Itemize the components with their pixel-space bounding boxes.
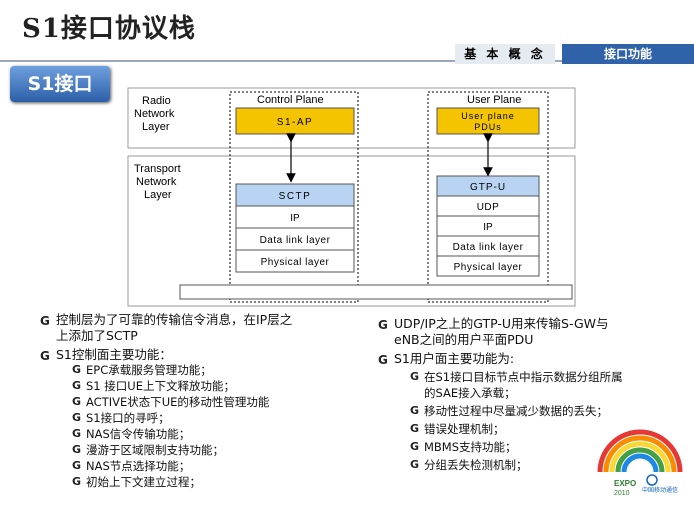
left-subitem-text: EPC承载服务管理功能；	[86, 363, 212, 377]
bullet-icon: G	[378, 318, 388, 332]
user-plane-title: User Plane	[467, 94, 521, 106]
right-bullet-2-text: S1用户面主要功能为:	[394, 351, 515, 366]
sub-bullet-icon: G	[410, 404, 420, 417]
left-subitem: G 初始上下文建立过程；	[72, 474, 201, 490]
left-subitem-text: 初始上下文建立过程；	[86, 475, 201, 489]
left-subitem: G NAS信令传输功能；	[72, 426, 191, 442]
sub-bullet-icon: G	[72, 411, 82, 424]
sub-bullet-icon: G	[410, 440, 420, 453]
sub-bullet-icon: G	[72, 459, 82, 472]
s1ap-label: S1-AP	[277, 117, 313, 128]
user-plane-pdus-label-1: User plane	[461, 111, 515, 121]
up-ip-label: IP	[483, 222, 493, 233]
cp-datalink-label: Data link layer	[260, 235, 331, 246]
nav-interface-functions[interactable]: 接口功能	[562, 44, 694, 64]
right-subitem-text: 在S1接口目标节点中指示数据分组所属	[424, 370, 623, 384]
left-bullet-1-line-1: 控制层为了可靠的传输信令消息，在IP层之	[56, 312, 293, 327]
sub-bullet-icon: G	[72, 395, 82, 408]
radio-layer-box	[127, 87, 576, 149]
transport-layer-box	[127, 155, 576, 307]
left-subitem: G S1 接口UE上下文释放功能；	[72, 378, 235, 394]
left-bullet-1-line-2: 上添加了SCTP	[56, 328, 138, 343]
section-badge: S1接口	[10, 66, 110, 102]
right-subitem-text: 错误处理机制；	[424, 422, 505, 436]
control-plane-title: Control Plane	[257, 94, 324, 106]
left-subitem-text: NAS节点选择功能；	[86, 459, 191, 473]
sub-bullet-icon: G	[72, 475, 82, 488]
sub-bullet-icon: G	[410, 422, 420, 435]
left-subitem: G ACTIVE状态下UE的移动性管理功能	[72, 394, 270, 410]
right-bullet-1: G UDP/IP之上的GTP-U用来传输S-GW与 eNB之间的用户平面PDU	[378, 316, 674, 348]
left-bullet-1: G 控制层为了可靠的传输信令消息，在IP层之 上添加了SCTP	[40, 312, 356, 344]
radio-layer-label-3: Layer	[142, 121, 170, 133]
right-subitem-continuation: 的SAE接入承载；	[424, 385, 516, 401]
up-datalink-label: Data link layer	[453, 242, 524, 253]
left-subitem-text: ACTIVE状态下UE的移动性管理功能	[86, 395, 270, 409]
sub-bullet-icon: G	[410, 458, 420, 471]
right-bullet-1-line-2: eNB之间的用户平面PDU	[394, 332, 534, 347]
sub-bullet-icon: G	[72, 427, 82, 440]
right-subitem: G 错误处理机制；	[410, 421, 505, 437]
up-physical-label: Physical layer	[454, 262, 523, 273]
right-subitem-text: 移动性过程中尽量减少数据的丢失；	[424, 404, 608, 418]
left-subitem-text: S1接口的寻呼；	[86, 411, 170, 425]
right-subitem-text: 分组丢失检测机制；	[424, 458, 528, 472]
radio-layer-label-2: Network	[134, 108, 175, 120]
cp-ip-label: IP	[290, 213, 300, 224]
transport-bottom-bar	[179, 284, 573, 300]
left-subitem-text: 漫游于区域限制支持功能；	[86, 443, 224, 457]
user-plane-box	[427, 91, 549, 303]
left-subitem-text: NAS信令传输功能；	[86, 427, 191, 441]
left-subitem: G 漫游于区域限制支持功能；	[72, 442, 224, 458]
left-subitem: G EPC承载服务管理功能；	[72, 362, 212, 378]
sub-bullet-icon: G	[72, 379, 82, 392]
right-subitem: G 在S1接口目标节点中指示数据分组所属	[410, 369, 623, 385]
cp-physical-label: Physical layer	[261, 257, 330, 268]
left-bullet-2-text: S1控制面主要功能：	[56, 347, 172, 362]
sub-bullet-icon: G	[410, 370, 420, 383]
cp-physical-box	[235, 249, 355, 273]
right-subitem-text: 的SAE接入承载；	[424, 386, 516, 400]
right-subitem: G 分组丢失检测机制；	[410, 457, 528, 473]
transport-layer-label-3: Layer	[144, 189, 172, 201]
control-plane-box	[229, 91, 359, 303]
bullet-icon: G	[378, 353, 388, 367]
logo-expo-text: EXPO	[614, 479, 636, 488]
radio-layer-label-1: Radio	[142, 95, 171, 107]
china-mobile-icon	[646, 474, 658, 486]
sub-bullet-icon: G	[72, 363, 82, 376]
protocol-stack-diagram: Radio Network Layer Transport Network La…	[127, 87, 576, 307]
user-plane-pdus-box	[436, 107, 540, 135]
left-subitem-text: S1 接口UE上下文释放功能；	[86, 379, 235, 393]
right-subitem: G 移动性过程中尽量减少数据的丢失；	[410, 403, 608, 419]
bullet-icon: G	[40, 349, 50, 363]
bullet-icon: G	[40, 314, 50, 328]
up-gtpu-label: GTP-U	[470, 182, 506, 193]
left-subitem: G S1接口的寻呼；	[72, 410, 170, 426]
right-bullet-2: G S1用户面主要功能为:	[378, 351, 674, 367]
right-subitem-text: MBMS支持功能；	[424, 440, 517, 454]
left-bullet-2: G S1控制面主要功能：	[40, 347, 356, 363]
expo-china-mobile-logo: EXPO 2010 中国移动通信	[597, 429, 683, 506]
nav-basic-concepts[interactable]: 基 本 概 念	[455, 44, 555, 64]
up-udp-label: UDP	[477, 202, 500, 213]
cp-sctp-label: SCTP	[279, 191, 312, 202]
sub-bullet-icon: G	[72, 443, 82, 456]
page-title: S1接口协议栈	[22, 14, 196, 44]
transport-layer-label-2: Network	[136, 176, 177, 188]
right-bullet-1-line-1: UDP/IP之上的GTP-U用来传输S-GW与	[394, 316, 609, 331]
left-subitem: G NAS节点选择功能；	[72, 458, 191, 474]
user-plane-pdus-label-2: PDUs	[474, 122, 502, 132]
up-physical-box	[436, 255, 540, 277]
logo-year-text: 2010	[614, 490, 630, 497]
s1ap-box	[235, 107, 355, 135]
right-subitem: G MBMS支持功能；	[410, 439, 517, 455]
logo-cn-text: 中国移动通信	[642, 486, 678, 494]
transport-layer-label-1: Transport	[134, 163, 181, 175]
header-divider	[0, 60, 694, 62]
